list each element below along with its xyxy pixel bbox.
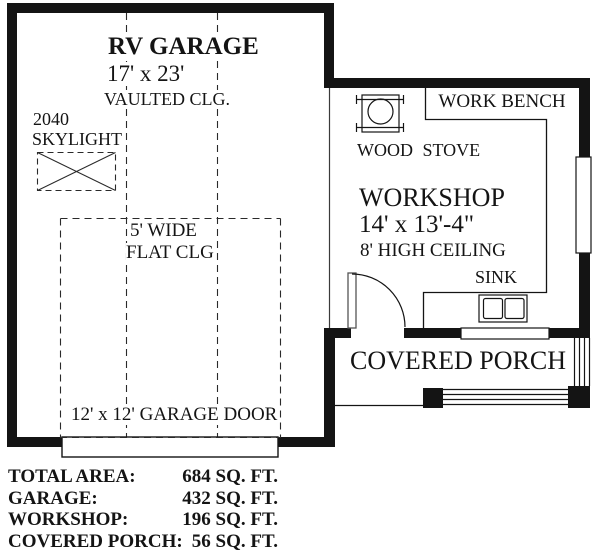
wood-stove-label: WOOD STOVE	[357, 140, 481, 160]
garage-ceiling-note: VAULTED CLG.	[104, 89, 231, 109]
entry-door-opening	[351, 327, 404, 339]
garage-door-symbol	[60, 436, 281, 458]
summary-value: 196 SQ. FT.	[182, 509, 278, 530]
ceiling-break-lines	[125, 13, 219, 437]
summary-value: 432 SQ. FT.	[182, 487, 278, 509]
workshop-ceiling-note: 8' HIGH CEILING	[360, 240, 506, 261]
summary-value: 56 SQ. FT.	[191, 530, 278, 552]
sink-label: SINK	[475, 267, 518, 287]
area-summary-table: TOTAL AREA: 684 SQ. FT. GARAGE: 432 SQ. …	[8, 466, 278, 552]
garage-title: RV GARAGE	[108, 33, 259, 61]
summary-value: 684 SQ. FT.	[182, 466, 278, 487]
work-counter-outline	[422, 88, 548, 328]
walls	[7, 3, 590, 447]
summary-row-workshop: WORKSHOP: 196 SQ. FT.	[8, 509, 278, 531]
work-bench-label: WORK BENCH	[438, 91, 566, 112]
wall-workshop-bottom	[324, 328, 590, 338]
skylight-label: SKYLIGHT	[32, 129, 122, 149]
skylight-size: 2040	[33, 109, 69, 129]
porch-posts	[423, 386, 590, 408]
flat-ceiling-width: 5' WIDE	[130, 220, 197, 241]
window-symbol-right	[575, 156, 592, 254]
sink-symbol	[478, 294, 528, 323]
wall-top	[7, 3, 333, 13]
summary-label: GARAGE:	[8, 487, 98, 509]
summary-row-total: TOTAL AREA: 684 SQ. FT.	[8, 466, 278, 488]
wall-garage-right-lower	[324, 328, 335, 447]
entry-door-symbol	[347, 272, 406, 329]
workshop-dimensions: 14' x 13'-4"	[359, 211, 475, 238]
summary-label: TOTAL AREA:	[8, 466, 136, 487]
porch-label: COVERED PORCH	[350, 346, 566, 375]
flat-ceiling-label: FLAT CLG	[126, 242, 214, 263]
porch-railing	[443, 338, 591, 406]
garage-door-label: 12' x 12' GARAGE DOOR	[71, 404, 278, 425]
wall-workshop-top	[324, 78, 590, 88]
skylight-symbol	[36, 151, 117, 192]
garage-dimensions: 17' x 23'	[107, 61, 185, 87]
window-symbol-porch	[460, 327, 550, 340]
workshop-title: WORKSHOP	[359, 183, 505, 212]
summary-label: WORKSHOP:	[8, 509, 129, 530]
wall-garage-right-upper	[324, 3, 334, 88]
wood-stove-symbol	[355, 94, 405, 133]
summary-label: COVERED PORCH:	[8, 530, 183, 552]
summary-row-porch: COVERED PORCH: 56 SQ. FT.	[8, 531, 278, 553]
wall-left	[7, 3, 17, 447]
summary-row-garage: GARAGE: 432 SQ. FT.	[8, 488, 278, 510]
